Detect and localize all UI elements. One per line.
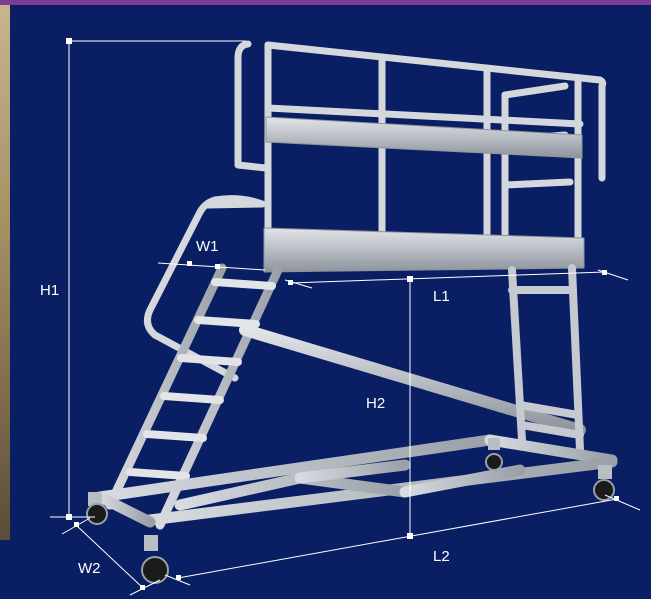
caster-front-left <box>86 492 108 525</box>
base-frame <box>94 434 618 528</box>
caster-rear-left <box>485 438 503 471</box>
kick-boards <box>263 116 585 273</box>
caster-rear-right <box>593 465 615 501</box>
label-h1: H1 <box>40 282 60 299</box>
stair-treads <box>126 278 276 480</box>
caster-front-right <box>141 535 169 584</box>
background-photo-strip <box>0 5 10 540</box>
diagonal-brace <box>239 324 586 436</box>
dimension-line-l1 <box>284 269 629 289</box>
label-h2: H2 <box>366 395 386 412</box>
label-w2: W2 <box>78 560 101 577</box>
ladder-structure <box>86 40 618 584</box>
label-w1: W1 <box>196 238 219 255</box>
dimension-lines <box>50 38 641 596</box>
top-accent-bar <box>0 0 651 5</box>
dimension-line-l2 <box>164 494 641 586</box>
dimension-line-w2 <box>61 517 161 596</box>
dimension-line-w1 <box>157 261 266 271</box>
stair-handrail <box>143 195 266 382</box>
label-l2: L2 <box>433 548 450 565</box>
dimension-line-h1 <box>50 38 246 520</box>
rear-legs <box>508 264 584 454</box>
dimension-line-h2 <box>407 276 413 539</box>
label-l1: L1 <box>433 288 450 305</box>
